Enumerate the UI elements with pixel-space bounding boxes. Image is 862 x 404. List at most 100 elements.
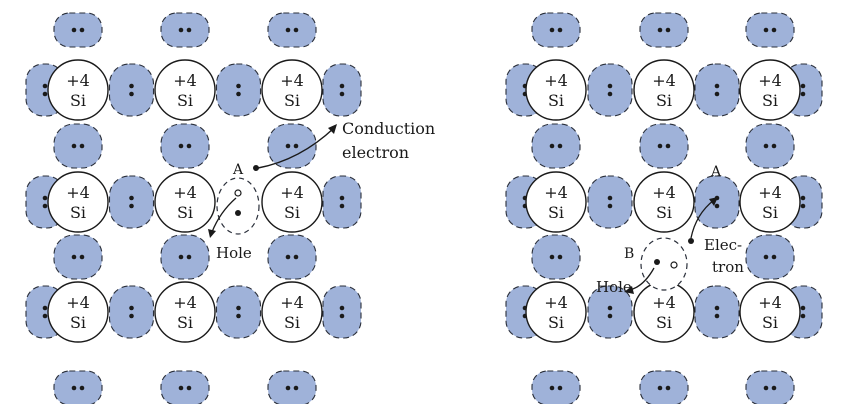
atom-charge: +4 bbox=[758, 183, 782, 202]
bond-electron-pair bbox=[714, 91, 720, 97]
bond-horizontal bbox=[108, 175, 155, 229]
bond-electron-pair bbox=[293, 143, 299, 149]
bond-electron-pair bbox=[178, 254, 184, 260]
bond-electron-pair bbox=[339, 83, 345, 89]
bond-electron-pair bbox=[763, 27, 769, 33]
bond-electron-pair bbox=[129, 305, 134, 311]
hole-arrow-head-right bbox=[624, 286, 634, 294]
bond-electron-pair bbox=[549, 143, 555, 149]
bond-electron-pair bbox=[42, 195, 48, 201]
bond-vertical bbox=[53, 12, 103, 48]
bond-electron-pair bbox=[285, 143, 291, 149]
atom-charge: +4 bbox=[652, 293, 676, 312]
atom-symbol: Si bbox=[656, 203, 672, 222]
bond-electron-pair bbox=[549, 254, 555, 260]
atom-charge: +4 bbox=[66, 183, 90, 202]
atom-symbol: Si bbox=[284, 91, 300, 110]
hole-arrow-left bbox=[211, 197, 237, 233]
silicon-atom: +4Si bbox=[739, 59, 801, 121]
atom-symbol: Si bbox=[177, 203, 193, 222]
bond-vertical bbox=[745, 123, 795, 169]
bond-electron-pair bbox=[800, 91, 806, 97]
bond-horizontal bbox=[215, 63, 262, 117]
atom-symbol: Si bbox=[656, 313, 672, 332]
bond-horizontal bbox=[322, 175, 362, 229]
atom-charge: +4 bbox=[173, 71, 197, 90]
silicon-atom: +4Si bbox=[525, 171, 587, 233]
bond-electron-pair bbox=[42, 83, 48, 89]
electron-label-line1: Elec- bbox=[704, 236, 742, 254]
bond-electron-pair bbox=[800, 195, 806, 201]
bond-electron-pair bbox=[236, 313, 241, 319]
bond-electron-pair bbox=[42, 313, 48, 319]
hole-label-left: Hole bbox=[216, 244, 252, 262]
atom-symbol: Si bbox=[762, 313, 778, 332]
atom-charge: +4 bbox=[173, 293, 197, 312]
bond-vertical bbox=[160, 123, 210, 169]
atom-charge: +4 bbox=[66, 293, 90, 312]
bond-electron-pair bbox=[714, 83, 720, 89]
bond-electron-pair bbox=[186, 385, 192, 391]
bond-vertical bbox=[639, 370, 689, 404]
silicon-atom: +4Si bbox=[47, 59, 109, 121]
atom-charge: +4 bbox=[758, 293, 782, 312]
bond-electron-pair bbox=[339, 203, 345, 209]
right-panel-annotations: A Elec- tron B Hole bbox=[596, 164, 744, 296]
bond-electron-pair bbox=[285, 385, 291, 391]
bond-electron-pair bbox=[771, 385, 777, 391]
bond-electron-pair bbox=[71, 385, 77, 391]
bond-electron-pair bbox=[557, 254, 563, 260]
bond-electron-pair bbox=[42, 305, 48, 311]
atom-symbol: Si bbox=[70, 313, 86, 332]
bond-vertical bbox=[639, 123, 689, 169]
bond-vertical bbox=[745, 12, 795, 48]
bond-vertical bbox=[267, 123, 317, 169]
bond-electron-pair bbox=[71, 254, 77, 260]
atom-symbol: Si bbox=[548, 313, 564, 332]
bond-electron-pair bbox=[657, 27, 663, 33]
bond-horizontal bbox=[694, 175, 740, 229]
bond-electron-pair bbox=[763, 143, 769, 149]
hole-circle-left bbox=[234, 189, 242, 197]
bond-electron-pair bbox=[607, 91, 613, 97]
silicon-atom: +4Si bbox=[154, 281, 216, 343]
bond-electron-pair bbox=[557, 143, 563, 149]
hole-arrow-head-left bbox=[208, 229, 216, 238]
atom-symbol: Si bbox=[284, 203, 300, 222]
bond-electron-pair bbox=[178, 27, 184, 33]
bond-electron-pair bbox=[763, 385, 769, 391]
bond-horizontal bbox=[587, 175, 633, 229]
atom-symbol: Si bbox=[656, 91, 672, 110]
silicon-atom: +4Si bbox=[633, 59, 695, 121]
electron-jump-arrow bbox=[690, 199, 715, 239]
bond-electron-pair bbox=[129, 195, 134, 201]
atom-symbol: Si bbox=[284, 313, 300, 332]
conduction-electron-arrow bbox=[257, 127, 335, 169]
bond-electron-pair bbox=[71, 27, 77, 33]
conduction-electron-dot bbox=[253, 165, 259, 171]
hole-circle-right bbox=[670, 261, 678, 269]
bond-vertical bbox=[745, 370, 795, 404]
atom-charge: +4 bbox=[544, 183, 568, 202]
bond-horizontal bbox=[322, 285, 362, 339]
atom-charge: +4 bbox=[544, 293, 568, 312]
bond-electron-pair bbox=[657, 143, 663, 149]
atom-charge: +4 bbox=[758, 71, 782, 90]
bond-electron-pair bbox=[129, 203, 134, 209]
bond-electron-pair bbox=[79, 27, 85, 33]
bond-vertical bbox=[267, 12, 317, 48]
bond-electron-pair bbox=[771, 254, 777, 260]
silicon-atom: +4Si bbox=[47, 171, 109, 233]
bond-electron-pair bbox=[42, 203, 48, 209]
bond-electron-pair bbox=[607, 305, 613, 311]
bond-electron-pair bbox=[236, 305, 241, 311]
bond-vertical bbox=[53, 234, 103, 280]
atom-charge: +4 bbox=[652, 183, 676, 202]
bond-horizontal bbox=[694, 285, 740, 339]
atom-symbol: Si bbox=[762, 203, 778, 222]
bond-electron-pair bbox=[763, 254, 769, 260]
bond-vertical bbox=[160, 370, 210, 404]
bond-electron-pair bbox=[339, 313, 345, 319]
atom-symbol: Si bbox=[177, 313, 193, 332]
bond-electron-pair bbox=[186, 27, 192, 33]
